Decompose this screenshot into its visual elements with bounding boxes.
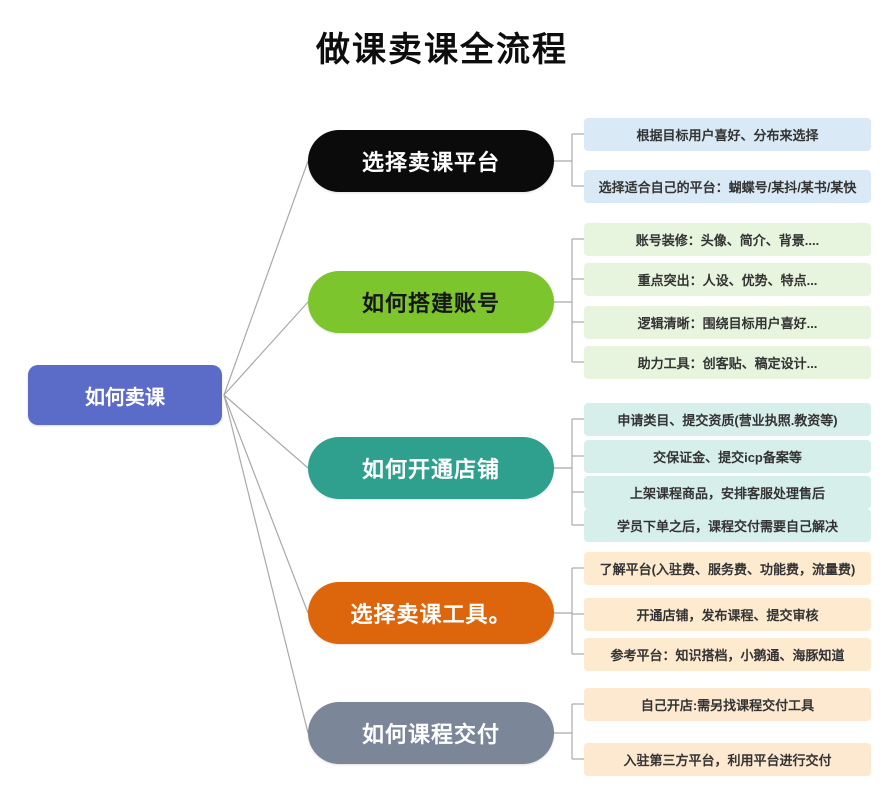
leaf-note: 账号装修：头像、简介、背景.... [584,223,871,256]
leaf-note: 选择适合自己的平台：蝴蝶号/某抖/某书/某快 [584,170,871,203]
leaf-note: 逻辑清晰：围绕目标用户喜好... [584,306,871,339]
leaf-note: 学员下单之后，课程交付需要自己解决 [584,509,871,542]
branch-pill-course-delivery: 如何课程交付 [308,702,554,764]
leaf-note: 交保证金、提交icp备案等 [584,440,871,473]
branch-pill-choose-tools: 选择卖课工具。 [308,582,554,644]
leaf-note: 申请类目、提交资质(营业执照.教资等) [584,403,871,436]
leaf-note: 助力工具：创客贴、稿定设计... [584,346,871,379]
page-title: 做课卖课全流程 [316,31,568,69]
branch-pill-open-shop: 如何开通店铺 [308,437,554,499]
branch-pill-build-account: 如何搭建账号 [308,271,554,333]
leaf-note: 参考平台：知识搭档，小鹅通、海豚知道 [584,638,871,671]
leaf-note: 上架课程商品，安排客服处理售后 [584,476,871,509]
branch-pill-choose-platform: 选择卖课平台 [308,130,554,192]
leaf-note: 重点突出：人设、优势、特点... [584,263,871,296]
leaf-note: 入驻第三方平台，利用平台进行交付 [584,743,871,776]
leaf-note: 了解平台(入驻费、服务费、功能费，流量费) [584,552,871,585]
leaf-note: 开通店铺，发布课程、提交审核 [584,598,871,631]
leaf-note: 自己开店:需另找课程交付工具 [584,688,871,721]
leaf-note: 根据目标用户喜好、分布来选择 [584,118,871,151]
root-node-how-to-sell: 如何卖课 [28,365,222,425]
